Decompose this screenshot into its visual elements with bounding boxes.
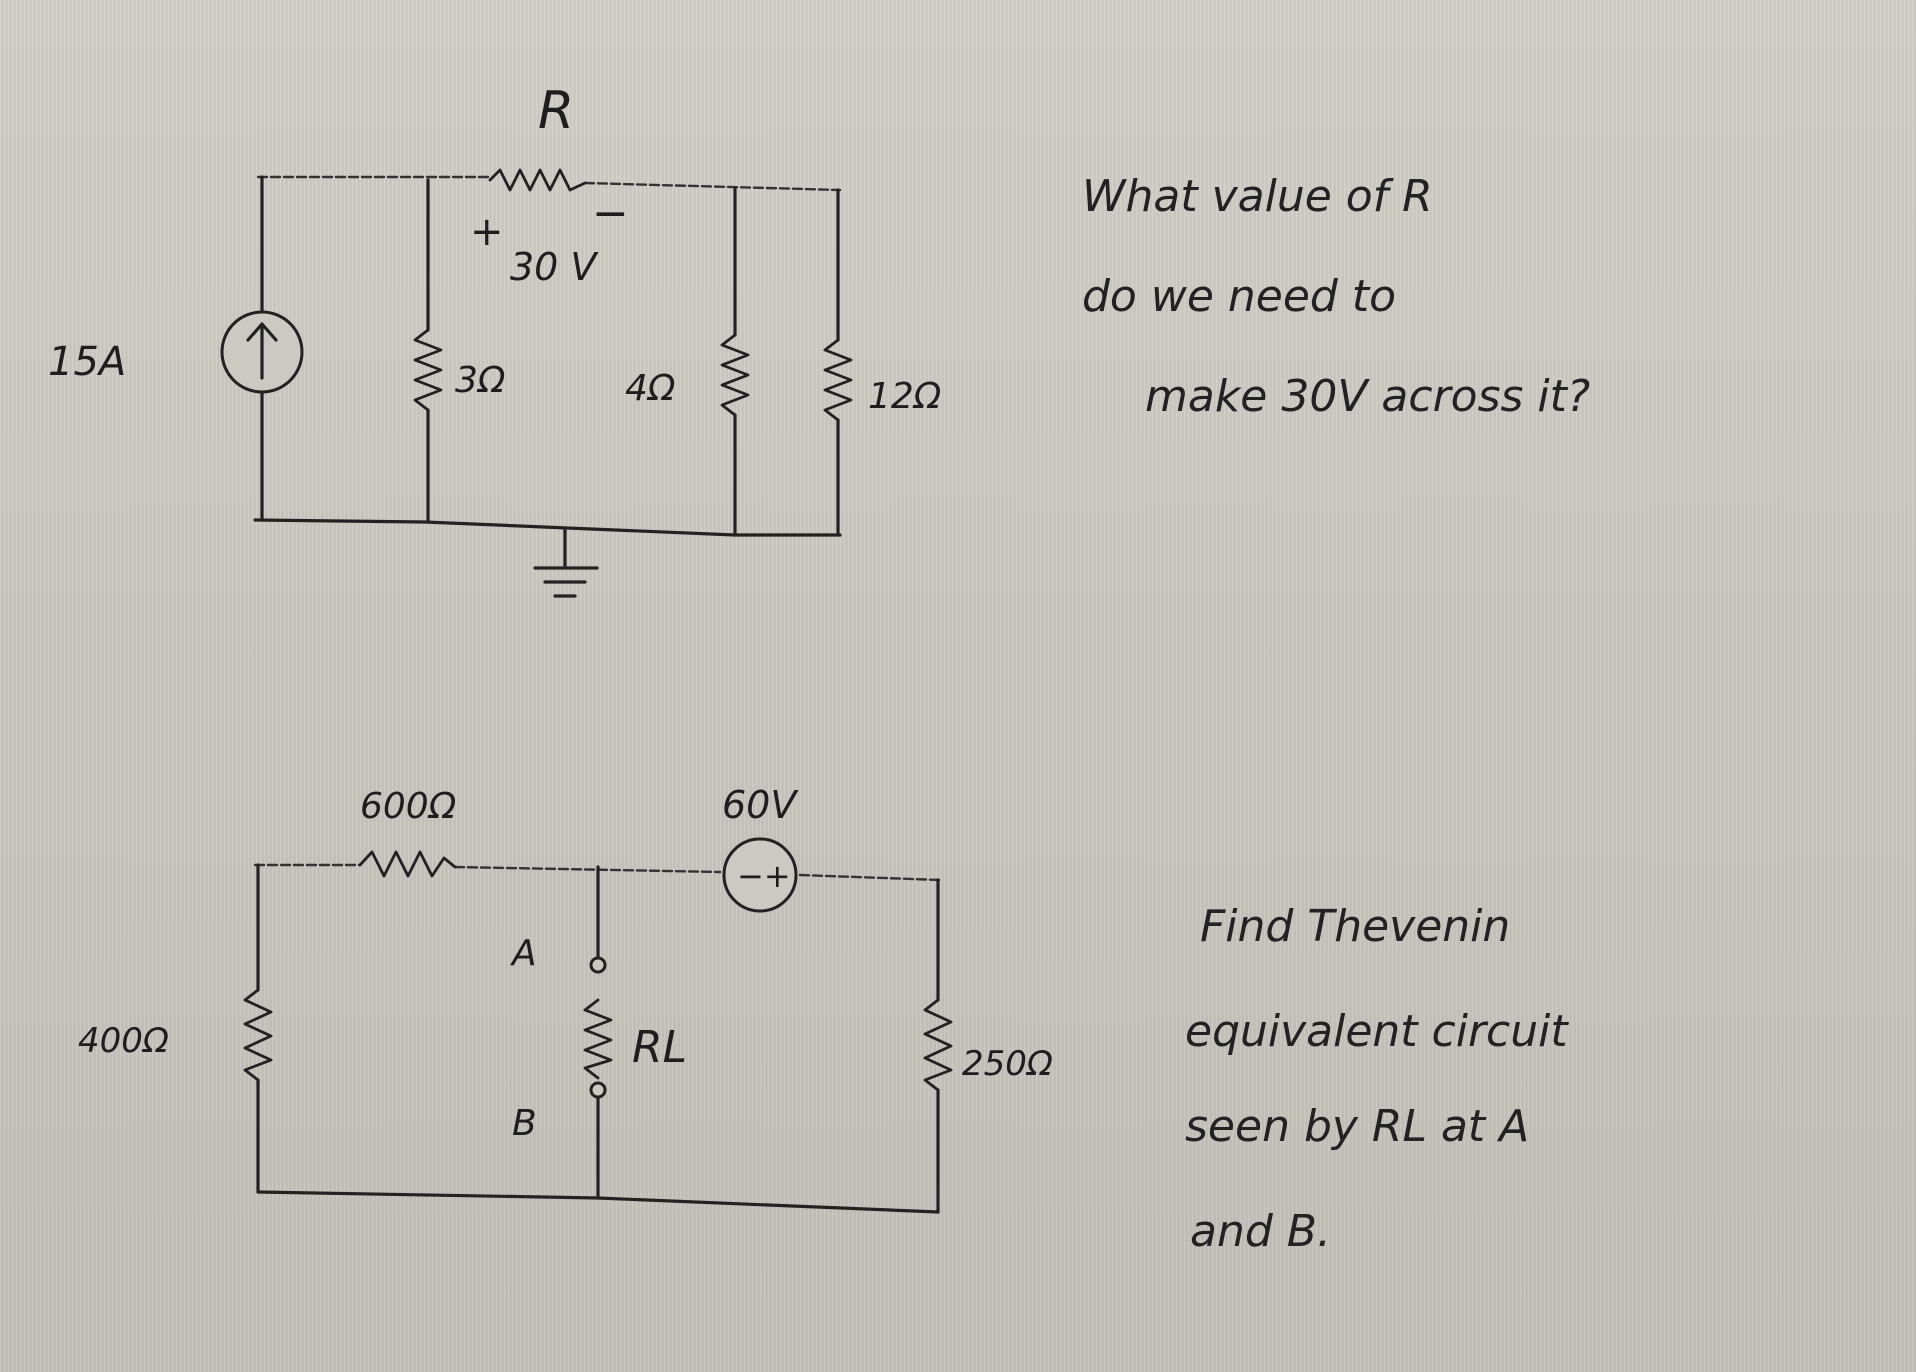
resistor-250ohm	[923, 998, 953, 1092]
question-2-line-4: and B.	[1190, 1206, 1331, 1257]
question-1-line-1: What value of R	[1082, 171, 1433, 222]
c2-top-wire	[253, 863, 942, 882]
label-voltage-source: 60V	[722, 783, 799, 827]
resistor-RL	[583, 998, 613, 1080]
resistor-400ohm	[243, 988, 273, 1082]
terminal-a	[589, 956, 607, 974]
resistor-12ohm	[823, 338, 853, 422]
label-node-a: A	[510, 933, 537, 974]
resistor-4ohm	[720, 333, 750, 417]
label-3ohm: 3Ω	[455, 360, 506, 401]
resistor-600ohm	[358, 850, 457, 878]
label-voltage-plus: +	[470, 209, 504, 255]
question-2-line-1: Find Thevenin	[1200, 901, 1511, 952]
resistor-3ohm	[413, 328, 443, 412]
question-2-line-3: seen by RL at A	[1185, 1101, 1530, 1152]
question-1-line-3: make 30V across it?	[1145, 371, 1591, 422]
label-node-b: B	[512, 1103, 537, 1144]
voltage-source-circle	[722, 837, 798, 913]
label-600ohm: 600Ω	[360, 786, 457, 827]
label-250ohm: 250Ω	[962, 1044, 1053, 1084]
label-4ohm: 4Ω	[625, 368, 676, 409]
terminal-b	[589, 1081, 607, 1099]
label-12ohm: 12Ω	[868, 376, 942, 417]
ground-symbol	[533, 528, 599, 598]
circuit-1: 15A R + 30 V − 3Ω 4Ω 12Ω	[48, 81, 942, 598]
c2-bottom-wire	[256, 1190, 940, 1214]
label-resistor-R: R	[538, 81, 574, 141]
resistor-R	[488, 168, 587, 192]
circuit-2: 600Ω 60V −+ 400Ω 250Ω RL A B	[78, 783, 1053, 1214]
up-arrow-icon	[246, 322, 278, 380]
question-1-line-2: do we need to	[1082, 271, 1396, 322]
label-voltage-value: 30 V	[510, 245, 599, 289]
label-source-polarity: −+	[737, 857, 791, 895]
label-400ohm: 400Ω	[78, 1021, 169, 1061]
label-RL: RL	[632, 1022, 687, 1073]
c1-top-wire-right	[583, 181, 842, 192]
label-current-source: 15A	[48, 339, 126, 385]
c1-bottom-wire	[253, 518, 842, 537]
question-2-line-2: equivalent circuit	[1185, 1006, 1568, 1057]
label-voltage-minus: −	[592, 188, 629, 239]
